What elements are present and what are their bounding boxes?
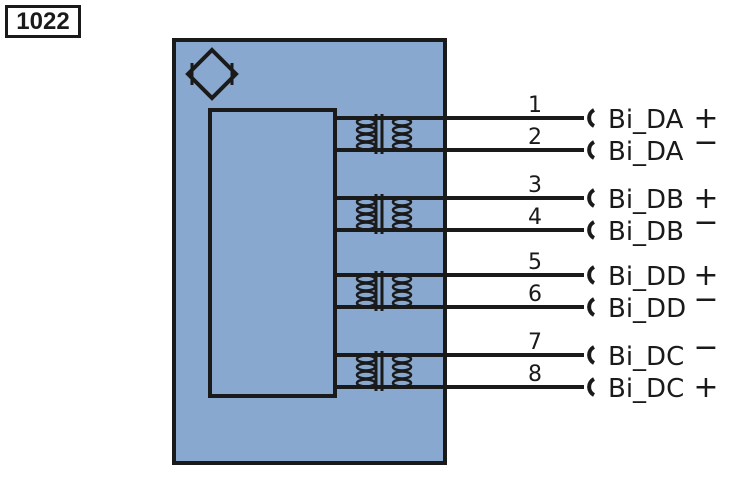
pin-number: 2 [528, 125, 542, 150]
signal-label: Bi_DD [608, 262, 686, 292]
polarity-sign: − [693, 205, 718, 240]
polarity-sign: + [693, 258, 718, 293]
polarity-sign: + [693, 101, 718, 136]
pin-number: 3 [528, 173, 542, 198]
connector-socket-icon [587, 377, 596, 397]
connector-socket-icon [587, 140, 596, 160]
connector-socket-icon [587, 297, 596, 317]
signal-label: Bi_DB [608, 185, 684, 215]
pin-number: 8 [528, 362, 542, 387]
transformer-icon [335, 194, 413, 234]
transformer-icon [335, 271, 413, 311]
signal-label: Bi_DB [608, 217, 684, 247]
pin-number: 7 [528, 330, 542, 355]
transformer-icon [335, 114, 413, 154]
signal-label: Bi_DC [608, 342, 684, 372]
polarity-sign: + [693, 181, 718, 216]
signal-label: Bi_DA [608, 105, 684, 135]
transformer-icon [335, 351, 413, 391]
diagram-id-label: 1022 [5, 5, 81, 38]
electronics-block [208, 108, 337, 398]
pin-number: 4 [528, 205, 542, 230]
connector-socket-icon [587, 220, 596, 240]
pin-number: 5 [528, 250, 542, 275]
signal-label: Bi_DC [608, 374, 684, 404]
pin-number: 6 [528, 282, 542, 307]
polarity-sign: − [693, 282, 718, 317]
pin-number: 1 [528, 93, 542, 118]
connector-socket-icon [587, 188, 596, 208]
connector-socket-icon [587, 108, 596, 128]
signal-label: Bi_DA [608, 137, 684, 167]
connector-socket-icon [587, 345, 596, 365]
sensor-symbol-icon [185, 47, 239, 101]
polarity-sign: − [693, 125, 718, 160]
polarity-sign: − [693, 330, 718, 365]
signal-label: Bi_DD [608, 294, 686, 324]
polarity-sign: + [693, 370, 718, 405]
connector-socket-icon [587, 265, 596, 285]
